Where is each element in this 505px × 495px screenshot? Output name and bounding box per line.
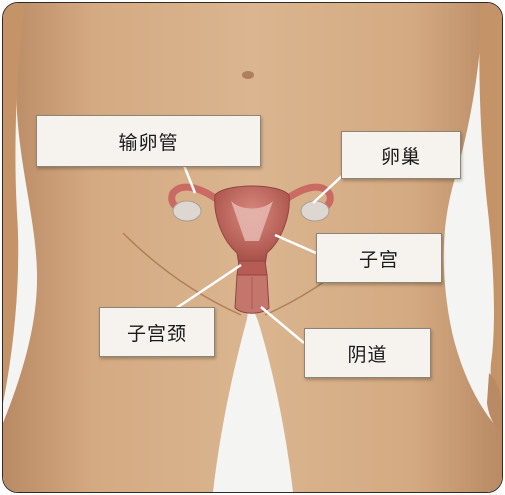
cervix: [237, 261, 267, 275]
uterus-label: 子宫: [316, 233, 442, 283]
fallopian-tube-label: 输卵管: [36, 115, 261, 167]
left-ovary: [173, 201, 201, 221]
right-ovary: [301, 201, 329, 221]
vagina-label: 阴道: [304, 328, 431, 378]
cervix-label: 子宫颈: [99, 307, 215, 357]
navel: [242, 71, 254, 79]
right-arm: [479, 3, 502, 423]
ovary-label: 卵巢: [341, 131, 461, 179]
